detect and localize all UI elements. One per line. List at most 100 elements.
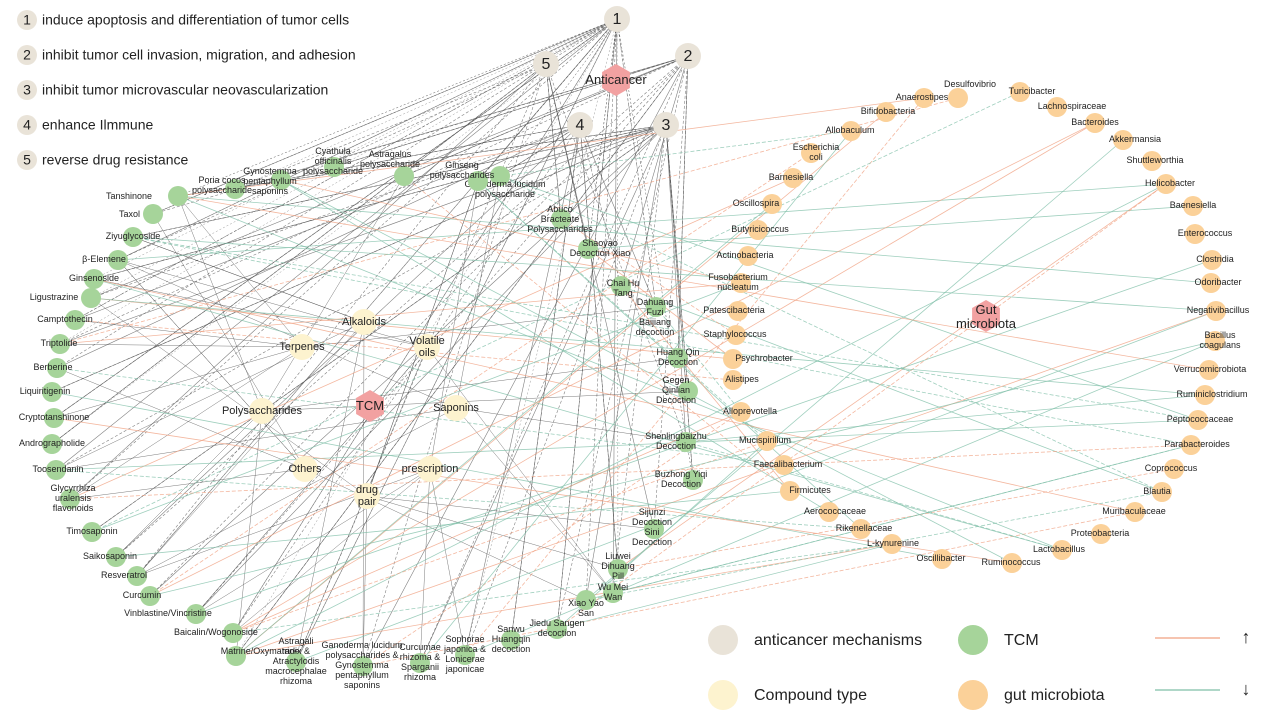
anticancer-hub — [602, 64, 630, 96]
gut-label-negativibacillus: Negativibacillus — [1187, 305, 1250, 315]
gut-node — [738, 246, 758, 266]
mechanism-edge — [234, 63, 547, 190]
gut-node — [1156, 174, 1176, 194]
gut-label-firmicutes: Firmicutes — [789, 485, 831, 495]
mechanism-edge — [56, 124, 581, 369]
gut-node — [1152, 482, 1172, 502]
mechanism-edge — [510, 124, 581, 641]
mechanism-node — [675, 43, 701, 69]
gut-node — [783, 168, 803, 188]
tcm-node — [186, 604, 206, 624]
tcm-node — [608, 559, 628, 579]
tcm-node — [47, 358, 67, 378]
mechanism-edge — [51, 124, 667, 393]
tcm-label-curcumin: Curcumin — [123, 590, 162, 600]
gut-node — [1113, 130, 1133, 150]
tcm-label-triptolide: Triptolide — [41, 338, 78, 348]
mechanism-edge — [419, 55, 689, 664]
tcm-gut-edge — [132, 236, 1217, 312]
compound-edge — [429, 468, 466, 656]
mechanism-edge — [51, 63, 547, 445]
tcm-gut-edge — [117, 183, 1167, 261]
gut-label-lachnospiraceae: Lachnospiraceae — [1038, 101, 1107, 111]
mechanism-edge — [177, 18, 618, 197]
tcm-label-ziyuglycoside: Ziyuglycoside — [106, 231, 161, 241]
gut-node — [1002, 553, 1022, 573]
gut-label-odoribacter: Odoribacter — [1194, 277, 1241, 287]
legend-up-arrow: ↑ — [1242, 627, 1251, 647]
tcm-node — [271, 170, 291, 190]
tcm-node — [60, 489, 80, 509]
tcm-node — [168, 186, 188, 206]
gut-label-blautia: Blautia — [1143, 486, 1171, 496]
gut-label-rikenellaceae: Rikenellaceae — [836, 523, 893, 533]
gut-node — [780, 481, 800, 501]
tcm-node — [44, 408, 64, 428]
tcm-gut-edge — [115, 490, 791, 558]
compound-edge — [195, 346, 428, 615]
mechanism-edge — [136, 18, 618, 577]
tcm-node — [551, 209, 571, 229]
gut-label-baenesiella: Baenesiella — [1170, 200, 1217, 210]
tcm-label-resveratrol: Resveratrol — [101, 570, 147, 580]
compound-type-label-others: Others — [288, 463, 322, 475]
mechanism-edge — [51, 18, 618, 445]
compound-type-node — [417, 456, 443, 482]
compound-edge — [74, 319, 303, 348]
tcm-node — [223, 623, 243, 643]
tcm-label-andrographolide: Andrographolide — [19, 438, 85, 448]
tcm-node — [82, 522, 102, 542]
gut-label-anaerostipes: Anaerostipes — [896, 92, 949, 102]
compound-edge — [59, 343, 303, 348]
compound-edge — [235, 410, 263, 657]
compound-type-label-polysaccharides: Polysaccharides — [222, 405, 303, 417]
mechanism-edge — [59, 55, 689, 345]
compound-type-label-terpenes: Terpenes — [279, 341, 325, 353]
legend-compound-swatch — [708, 680, 738, 710]
mechanism-edge — [93, 18, 618, 280]
mechanism-edge — [477, 18, 618, 182]
tcm-node — [286, 652, 306, 672]
gut-node — [851, 519, 871, 539]
gut-label-lactobacillus: Lactobacillus — [1033, 544, 1086, 554]
tcm-node — [225, 179, 245, 199]
tcm-gut-edge — [560, 218, 737, 336]
gut-node — [1047, 97, 1067, 117]
gut-label-staphylococcus: Staphylococcus — [703, 329, 767, 339]
gut-label-proteobacteria: Proteobacteria — [1071, 528, 1130, 538]
tcm-label-matrine-oxymatrine: Matrine/Oxymatrine — [221, 646, 300, 656]
mechanism-list-item: enhance Ilmmune — [42, 117, 154, 133]
tcm-node — [603, 583, 623, 603]
gut-label-verrucomicrobiota: Verrucomicrobiota — [1174, 364, 1247, 374]
tcm-label-camptothecin: Camptothecin — [37, 314, 93, 324]
gut-node — [723, 349, 743, 369]
mechanism-list-item: inhibit tumor microvascular neovasculari… — [42, 82, 328, 98]
compound-edge — [429, 180, 479, 470]
tcm-hub-label: TCM — [356, 398, 384, 413]
gut-node — [1142, 151, 1162, 171]
gut-microbiota-hub — [972, 300, 1000, 332]
tcm-gut-edge — [93, 278, 1063, 551]
mechanism-edge — [616, 18, 657, 308]
gut-label-oscillibacter: Oscillibacter — [916, 553, 965, 563]
gut-node — [819, 502, 839, 522]
tcm-node — [644, 519, 664, 539]
mechanism-list-item: induce apoptosis and differentiation of … — [42, 12, 349, 28]
mechanism-node-number: 1 — [613, 11, 622, 28]
compound-edge — [56, 367, 306, 470]
mechanism-edge — [585, 124, 667, 601]
tcm-node — [394, 166, 414, 186]
gut-label-oscillospira: Oscillospira — [733, 198, 780, 208]
